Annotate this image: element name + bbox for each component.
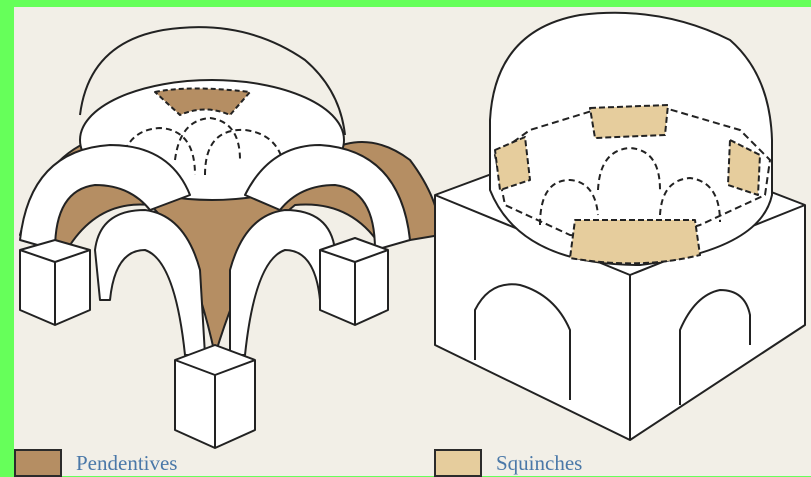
squinch-patch-front <box>570 220 700 263</box>
pendentives-label: Pendentives <box>76 451 177 476</box>
legend-squinches: Squinches <box>434 449 582 477</box>
squinch-patch-back <box>590 105 668 138</box>
squinches-swatch <box>434 449 482 477</box>
legend-pendentives: Pendentives <box>14 449 177 477</box>
squinches-label: Squinches <box>496 451 582 476</box>
pendentives-swatch <box>14 449 62 477</box>
pendentive-dome-illustration <box>20 27 440 448</box>
dome-diagrams <box>14 7 811 476</box>
diagram-panel: Pendentives Squinches <box>14 7 811 476</box>
squinch-dome-illustration <box>435 13 805 440</box>
